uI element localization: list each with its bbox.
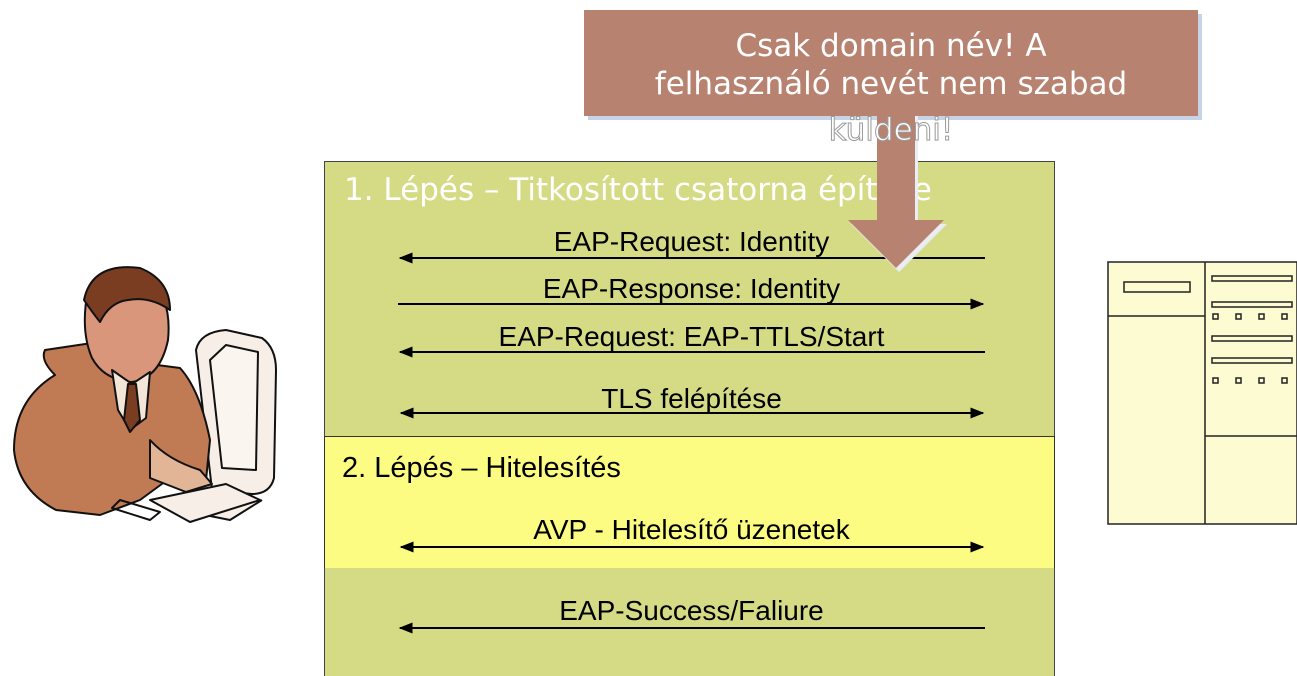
step2-title: 2. Lépés – Hitelesítés (342, 452, 621, 484)
msg-eap-request-ttls-start-label: EAP-Request: EAP-TTLS/Start (498, 321, 885, 352)
server-cabinet-clipart (1107, 261, 1297, 525)
user-at-computer-clipart (13, 266, 277, 523)
note-callout-line2: felhasználó nevét nem szabad (654, 66, 1128, 102)
step3-block (324, 568, 1055, 676)
msg-eap-request-identity-label: EAP-Request: Identity (553, 226, 830, 257)
note-callout-line1: Csak domain név! A (735, 28, 1047, 64)
step1-title: 1. Lépés – Titkosított csatorna építése (344, 172, 932, 208)
step1-block (324, 161, 1055, 437)
callout-pointer-arrow (848, 112, 947, 272)
note-callout: Csak domain név! A felhasználó nevét nem… (584, 10, 1198, 116)
msg-eap-success-failure-label: EAP-Success/Faliure (559, 595, 824, 626)
msg-avp-auth-label: AVP - Hitelesítő üzenetek (533, 514, 850, 545)
msg-eap-response-identity-label: EAP-Response: Identity (542, 273, 841, 304)
